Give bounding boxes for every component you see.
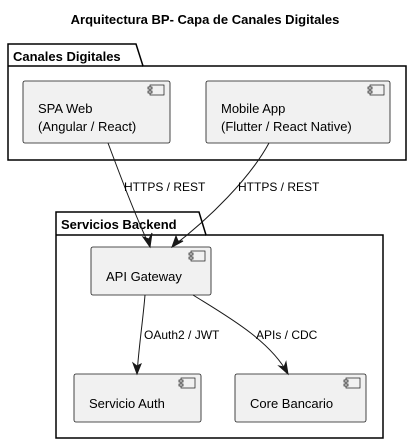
component-mobile-app-name: Mobile App bbox=[221, 101, 285, 116]
arrowhead-icon bbox=[131, 361, 142, 376]
component-spa-web[interactable]: SPA Web (Angular / React) bbox=[22, 80, 171, 144]
component-servicio-auth-name: Servicio Auth bbox=[89, 396, 165, 411]
component-mobile-app-tech: (Flutter / React Native) bbox=[221, 119, 352, 134]
component-servicio-auth[interactable]: Servicio Auth bbox=[73, 373, 202, 423]
component-icon bbox=[188, 250, 206, 262]
component-api-gateway-name: API Gateway bbox=[106, 269, 182, 284]
edge-gateway-to-core: APIs / CDC bbox=[192, 294, 318, 376]
component-spa-web-tech: (Angular / React) bbox=[38, 119, 136, 134]
edge-gateway-to-auth: OAuth2 / JWT bbox=[131, 294, 220, 376]
edge-mobile-to-gateway-label: HTTPS / REST bbox=[238, 180, 320, 194]
arrowhead-icon bbox=[171, 234, 184, 249]
edge-gateway-to-auth-label: OAuth2 / JWT bbox=[144, 328, 220, 342]
arrowhead-icon bbox=[277, 360, 289, 376]
edge-mobile-to-gateway: HTTPS / REST bbox=[171, 142, 320, 249]
edge-gateway-to-core-label: APIs / CDC bbox=[256, 328, 318, 342]
component-api-gateway[interactable]: API Gateway bbox=[90, 246, 212, 296]
diagram-title: Arquitectura BP- Capa de Canales Digital… bbox=[71, 12, 340, 27]
component-spa-web-name: SPA Web bbox=[38, 101, 92, 116]
component-mobile-app[interactable]: Mobile App (Flutter / React Native) bbox=[205, 80, 391, 144]
component-core-bancario-name: Core Bancario bbox=[250, 396, 333, 411]
component-core-bancario[interactable]: Core Bancario bbox=[234, 373, 367, 423]
edge-spa-to-gateway-label: HTTPS / REST bbox=[124, 180, 206, 194]
arrowhead-icon bbox=[141, 232, 153, 249]
package-canales-digitales-label: Canales Digitales bbox=[13, 49, 121, 64]
component-icon bbox=[367, 84, 385, 96]
component-icon bbox=[343, 377, 361, 389]
package-servicios-backend-label: Servicios Backend bbox=[61, 217, 177, 232]
component-icon bbox=[178, 377, 196, 389]
edge-spa-to-gateway: HTTPS / REST bbox=[107, 142, 206, 249]
component-icon bbox=[147, 84, 165, 96]
